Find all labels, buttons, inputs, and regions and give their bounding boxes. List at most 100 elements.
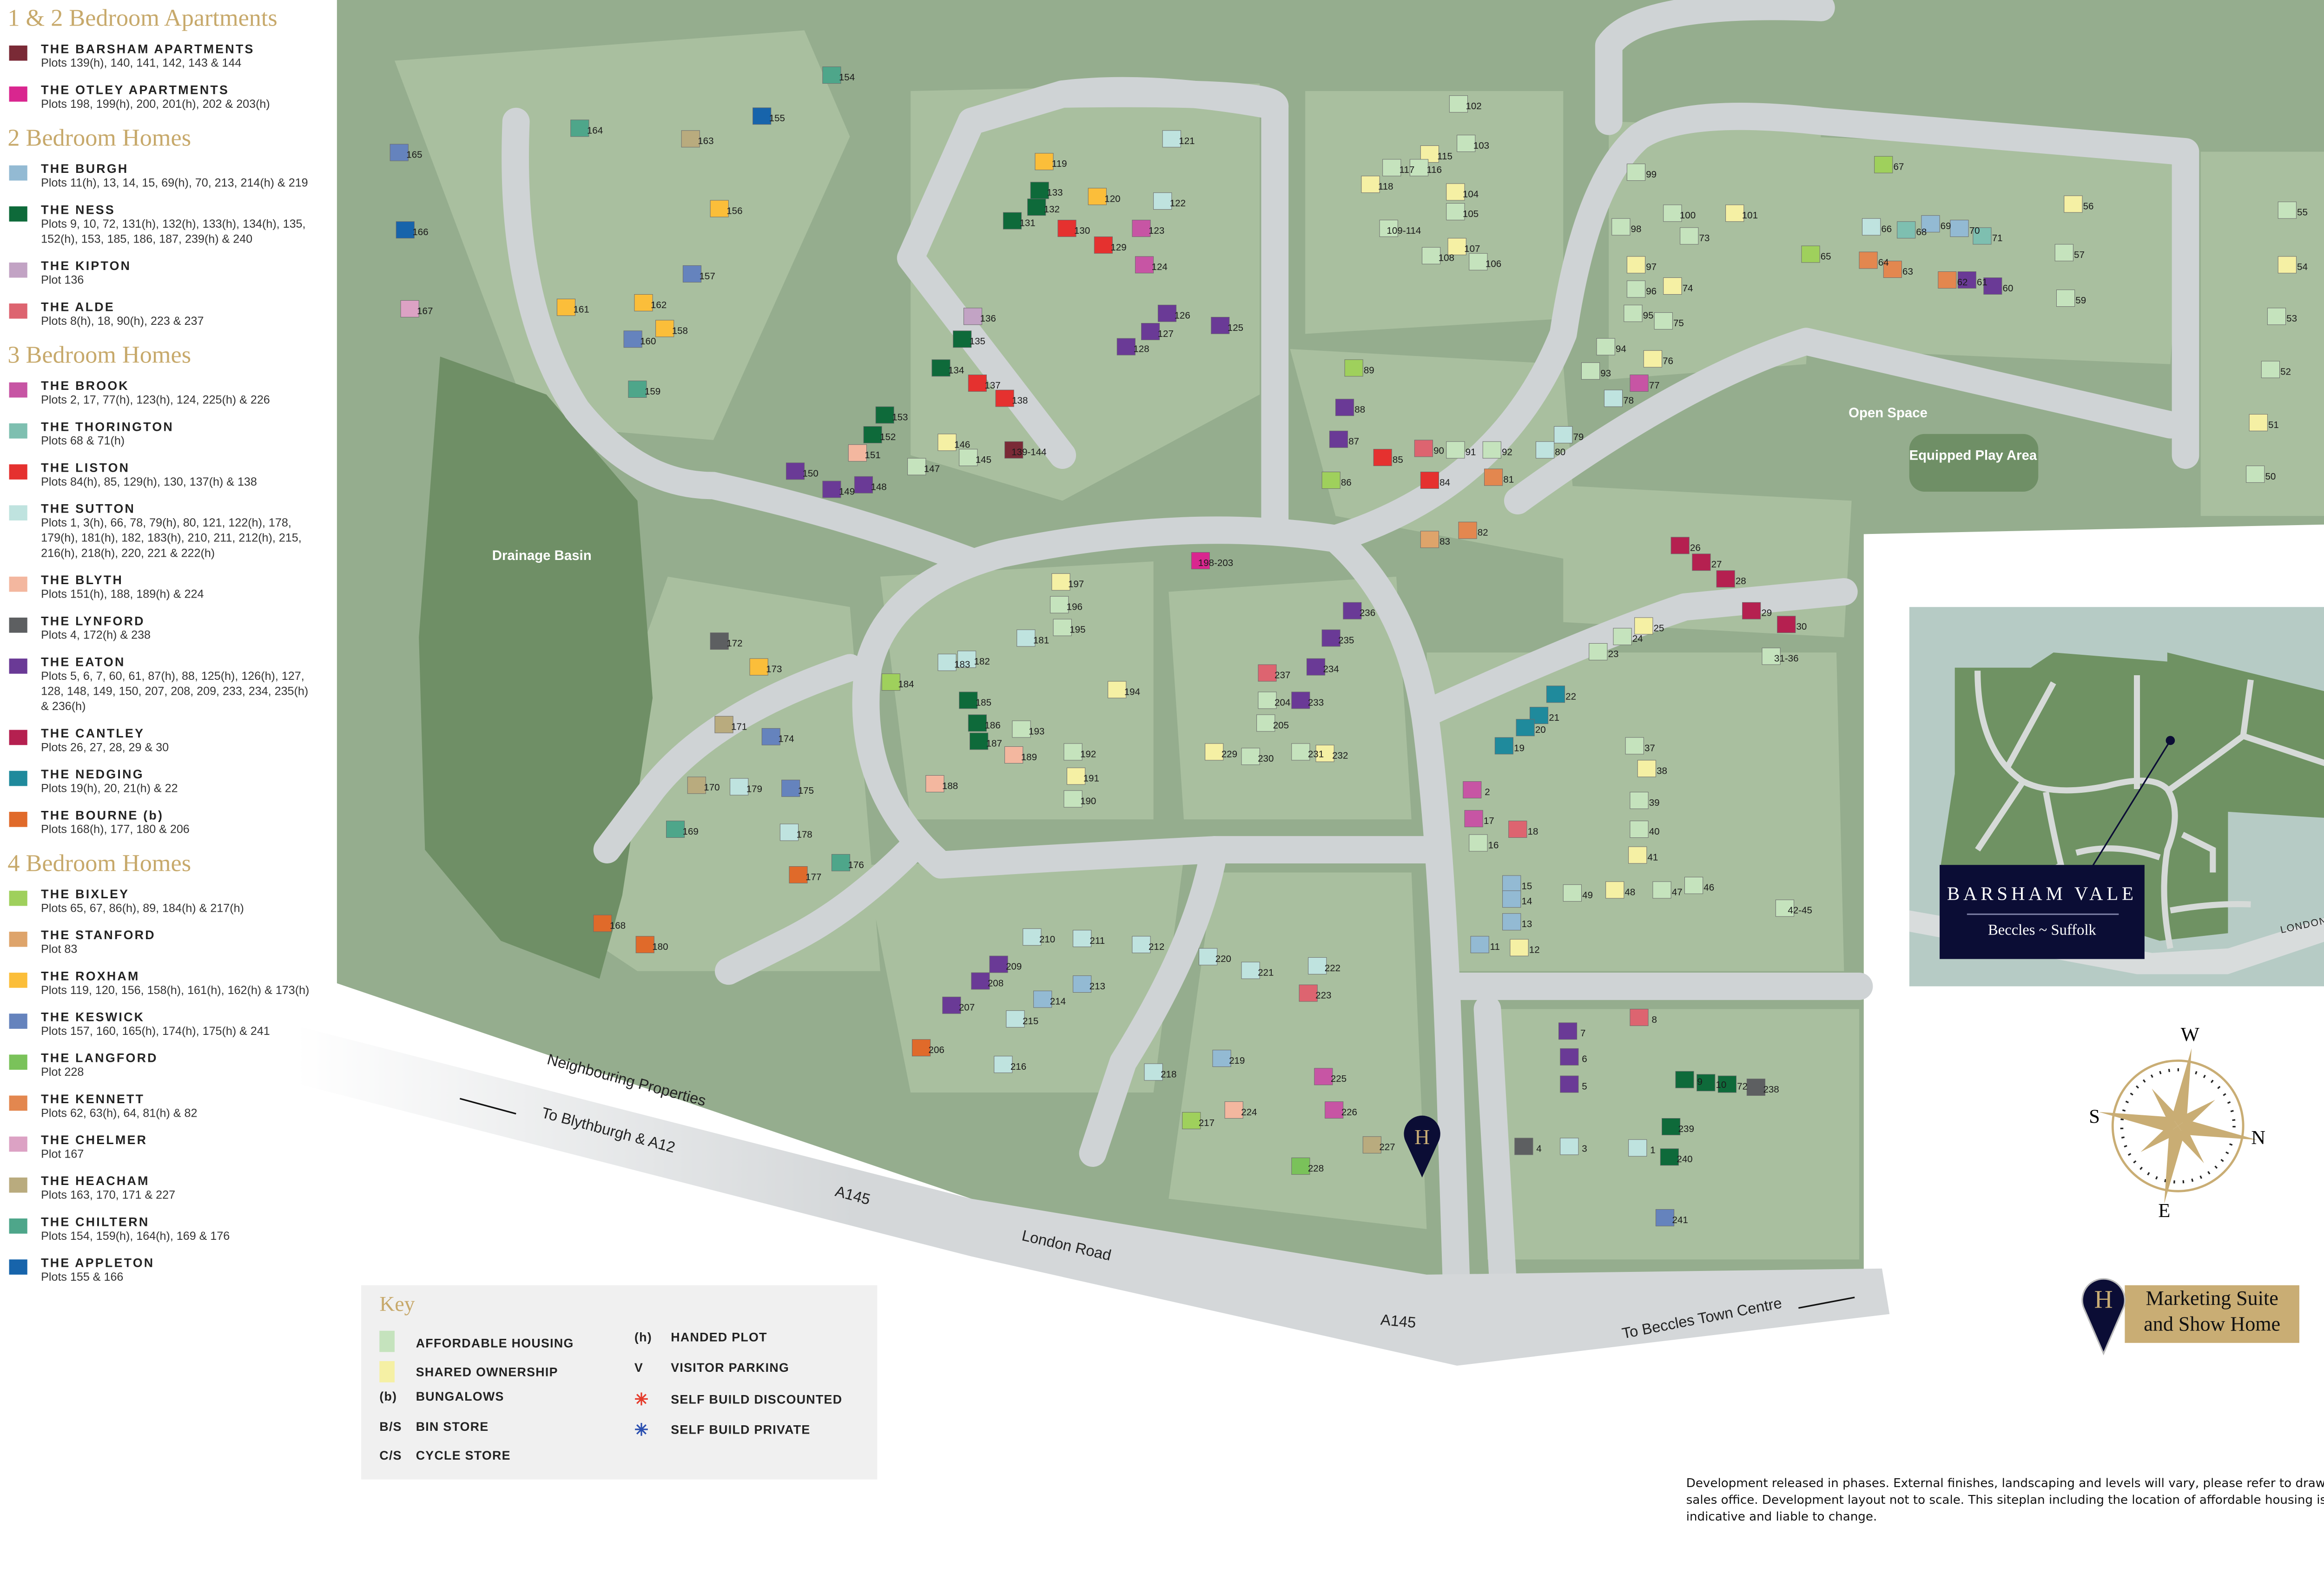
plot-number[interactable]: 224 [1241,1107,1257,1118]
house-plot[interactable] [687,777,706,794]
plot-number[interactable]: 101 [1742,210,1758,221]
house-plot[interactable] [1212,1050,1231,1067]
plot-number[interactable]: 19 [1514,743,1525,753]
house-plot[interactable] [749,658,768,676]
plot-number[interactable]: 70 [1969,225,1980,236]
plot-number[interactable]: 85 [1393,454,1403,465]
house-plot[interactable] [1306,658,1326,676]
plot-number[interactable]: 74 [1683,283,1693,294]
play-area[interactable] [1909,434,2039,492]
house-plot[interactable] [1116,338,1136,356]
house-plot[interactable] [989,955,1008,973]
plot-number[interactable]: 3 [1582,1143,1587,1154]
house-plot[interactable] [1742,602,1761,619]
house-plot[interactable] [822,481,841,498]
house-plot[interactable] [1494,737,1513,755]
house-plot[interactable] [2261,361,2280,378]
plot-number[interactable]: 56 [2083,201,2094,212]
plot-number[interactable]: 135 [970,336,985,347]
house-plot[interactable] [1874,156,1893,173]
house-plot[interactable] [1027,198,1046,216]
house-plot[interactable] [1626,256,1646,274]
plot-number[interactable]: 222 [1325,963,1340,974]
house-plot[interactable] [1775,899,1795,917]
plot-number[interactable]: 219 [1229,1055,1245,1066]
plot-number[interactable]: 139-144 [1011,447,1046,458]
plot-number[interactable]: 54 [2297,262,2308,272]
house-plot[interactable] [1630,821,1649,838]
plot-number[interactable]: 81 [1503,474,1514,485]
house-plot[interactable] [1983,277,2002,295]
house-plot[interactable] [959,449,978,466]
plot-number[interactable]: 190 [1080,796,1096,807]
plot-number[interactable]: 226 [1341,1107,1357,1118]
plot-number[interactable]: 15 [1521,881,1532,891]
plot-number[interactable]: 156 [726,205,742,216]
house-plot[interactable] [957,651,977,668]
house-plot[interactable] [1153,192,1172,210]
house-plot[interactable] [1762,647,1781,665]
plot-number[interactable]: 230 [1258,753,1274,764]
plot-number[interactable]: 8 [1651,1014,1657,1025]
plot-number[interactable]: 231 [1308,749,1324,759]
plot-number[interactable]: 116 [1426,165,1442,175]
house-plot[interactable] [1628,1139,1647,1157]
plot-number[interactable]: 240 [1677,1154,1692,1165]
house-plot[interactable] [1241,961,1260,979]
house-plot[interactable] [390,144,409,161]
plot-number[interactable]: 68 [1916,227,1927,237]
house-plot[interactable] [1529,707,1549,724]
house-plot[interactable] [1449,95,1468,113]
house-plot[interactable] [1921,215,1940,233]
house-plot[interactable] [942,996,961,1014]
house-plot[interactable] [994,1056,1013,1073]
house-plot[interactable] [938,434,957,451]
house-plot[interactable] [1655,1209,1675,1226]
plot-number[interactable]: 189 [1021,752,1037,763]
plot-number[interactable]: 11 [1490,941,1500,952]
plot-number[interactable]: 187 [986,738,1002,749]
house-plot[interactable] [1241,748,1260,765]
house-plot[interactable] [1409,159,1429,177]
house-plot[interactable] [881,673,900,691]
house-plot[interactable] [1692,553,1711,571]
plot-number[interactable]: 23 [1608,649,1619,659]
house-plot[interactable] [593,915,612,932]
plot-number[interactable]: 71 [1992,233,2003,244]
plot-number[interactable]: 164 [587,125,603,136]
plot-number[interactable]: 214 [1050,996,1066,1007]
plot-number[interactable]: 162 [651,300,667,310]
plot-number[interactable]: 232 [1332,750,1348,761]
house-plot[interactable] [1191,552,1210,569]
plot-number[interactable]: 103 [1473,140,1489,151]
house-plot[interactable] [1053,619,1072,636]
house-plot[interactable] [1162,130,1181,148]
plot-number[interactable]: 157 [699,271,715,282]
plot-number[interactable]: 159 [645,386,660,397]
plot-number[interactable]: 128 [1133,344,1149,355]
house-plot[interactable] [1624,304,1643,322]
house-plot[interactable] [854,476,873,494]
house-plot[interactable] [1141,323,1160,340]
house-plot[interactable] [1652,881,1671,899]
plot-number[interactable]: 95 [1643,310,1654,321]
plot-number[interactable]: 173 [766,664,782,675]
plot-number[interactable]: 100 [1680,210,1696,221]
house-plot[interactable] [970,732,989,750]
house-plot[interactable] [753,107,772,125]
plot-number[interactable]: 4 [1536,1143,1541,1154]
plot-number[interactable]: 65 [1821,251,1831,262]
plot-number[interactable]: 234 [1323,664,1339,675]
house-plot[interactable] [1256,714,1275,732]
plot-number[interactable]: 25 [1654,623,1664,633]
house-plot[interactable] [1051,573,1070,591]
plot-number[interactable]: 225 [1331,1073,1347,1084]
house-plot[interactable] [666,821,685,838]
house-plot[interactable] [1067,767,1086,785]
plot-number[interactable]: 29 [1761,608,1772,619]
house-plot[interactable] [1073,975,1092,993]
plot-number[interactable]: 188 [942,781,958,791]
plot-number[interactable]: 216 [1010,1061,1026,1072]
house-plot[interactable] [1510,939,1529,956]
house-plot[interactable] [931,359,951,377]
